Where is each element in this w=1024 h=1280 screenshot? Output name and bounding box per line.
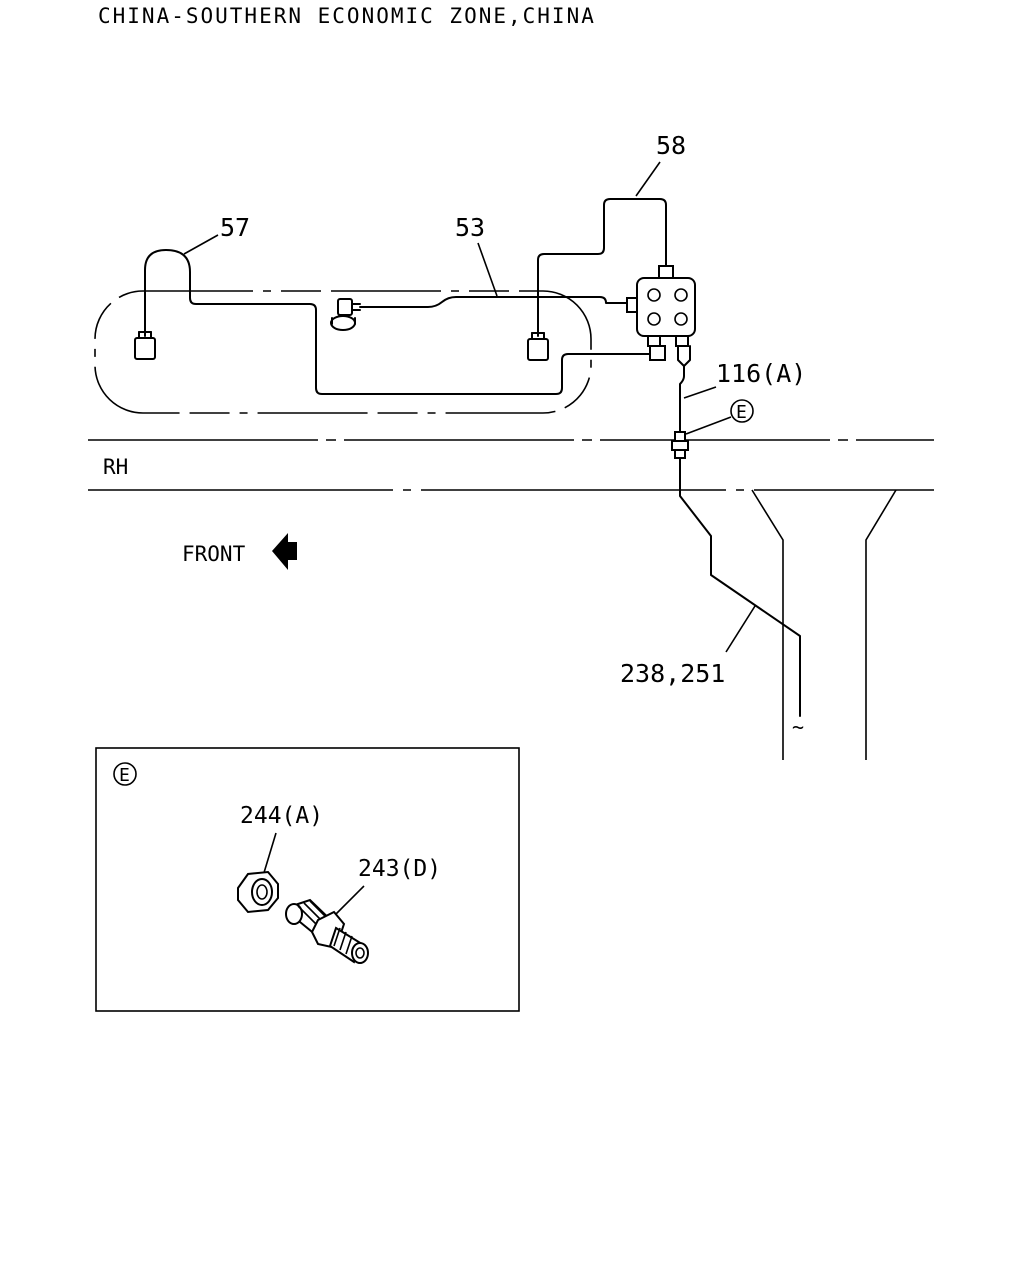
pipe-continuation-mark: ~ (792, 715, 804, 739)
pipe-238 (679, 457, 801, 717)
label-53: 53 (455, 213, 485, 242)
leader-e (685, 416, 732, 435)
detail-box-ref-circle (113, 762, 137, 786)
leader-57 (183, 234, 219, 255)
label-244: 244(A) (240, 803, 323, 829)
leader-116 (683, 386, 717, 399)
label-243: 243(D) (358, 856, 441, 882)
leader-53 (477, 242, 498, 297)
label-238-251: 238,251 (620, 659, 725, 688)
detail-box-ref-letter: E (119, 765, 130, 786)
union-243 (285, 898, 369, 964)
detail-ref-circle (730, 399, 754, 423)
pipe-116 (679, 365, 685, 433)
frame-member-left (751, 489, 784, 760)
detail-ref-letter: E (736, 402, 747, 423)
label-rh: RH (103, 455, 128, 479)
label-front: FRONT (182, 542, 246, 566)
valve-block (626, 265, 696, 367)
label-58: 58 (656, 131, 686, 160)
pipe-58 (537, 198, 667, 337)
leader-238 (725, 605, 756, 653)
label-116: 116(A) (716, 359, 806, 388)
page-title: CHINA-SOUTHERN ECONOMIC ZONE,CHINA (98, 4, 596, 28)
elbow-fitting (330, 298, 361, 331)
leader-58 (635, 161, 661, 197)
pipe-53 (359, 296, 631, 308)
pipe-57 (144, 249, 651, 395)
left-sensor (134, 337, 156, 360)
middle-sensor (527, 338, 549, 361)
tank-outline (94, 290, 592, 414)
label-57: 57 (220, 213, 250, 242)
frame-member-right (865, 489, 897, 760)
nut-244 (237, 870, 279, 914)
joint-fitting (671, 431, 689, 459)
detail-box: E 244(A) 243(D) (95, 747, 520, 1012)
front-arrow-icon (272, 533, 297, 570)
